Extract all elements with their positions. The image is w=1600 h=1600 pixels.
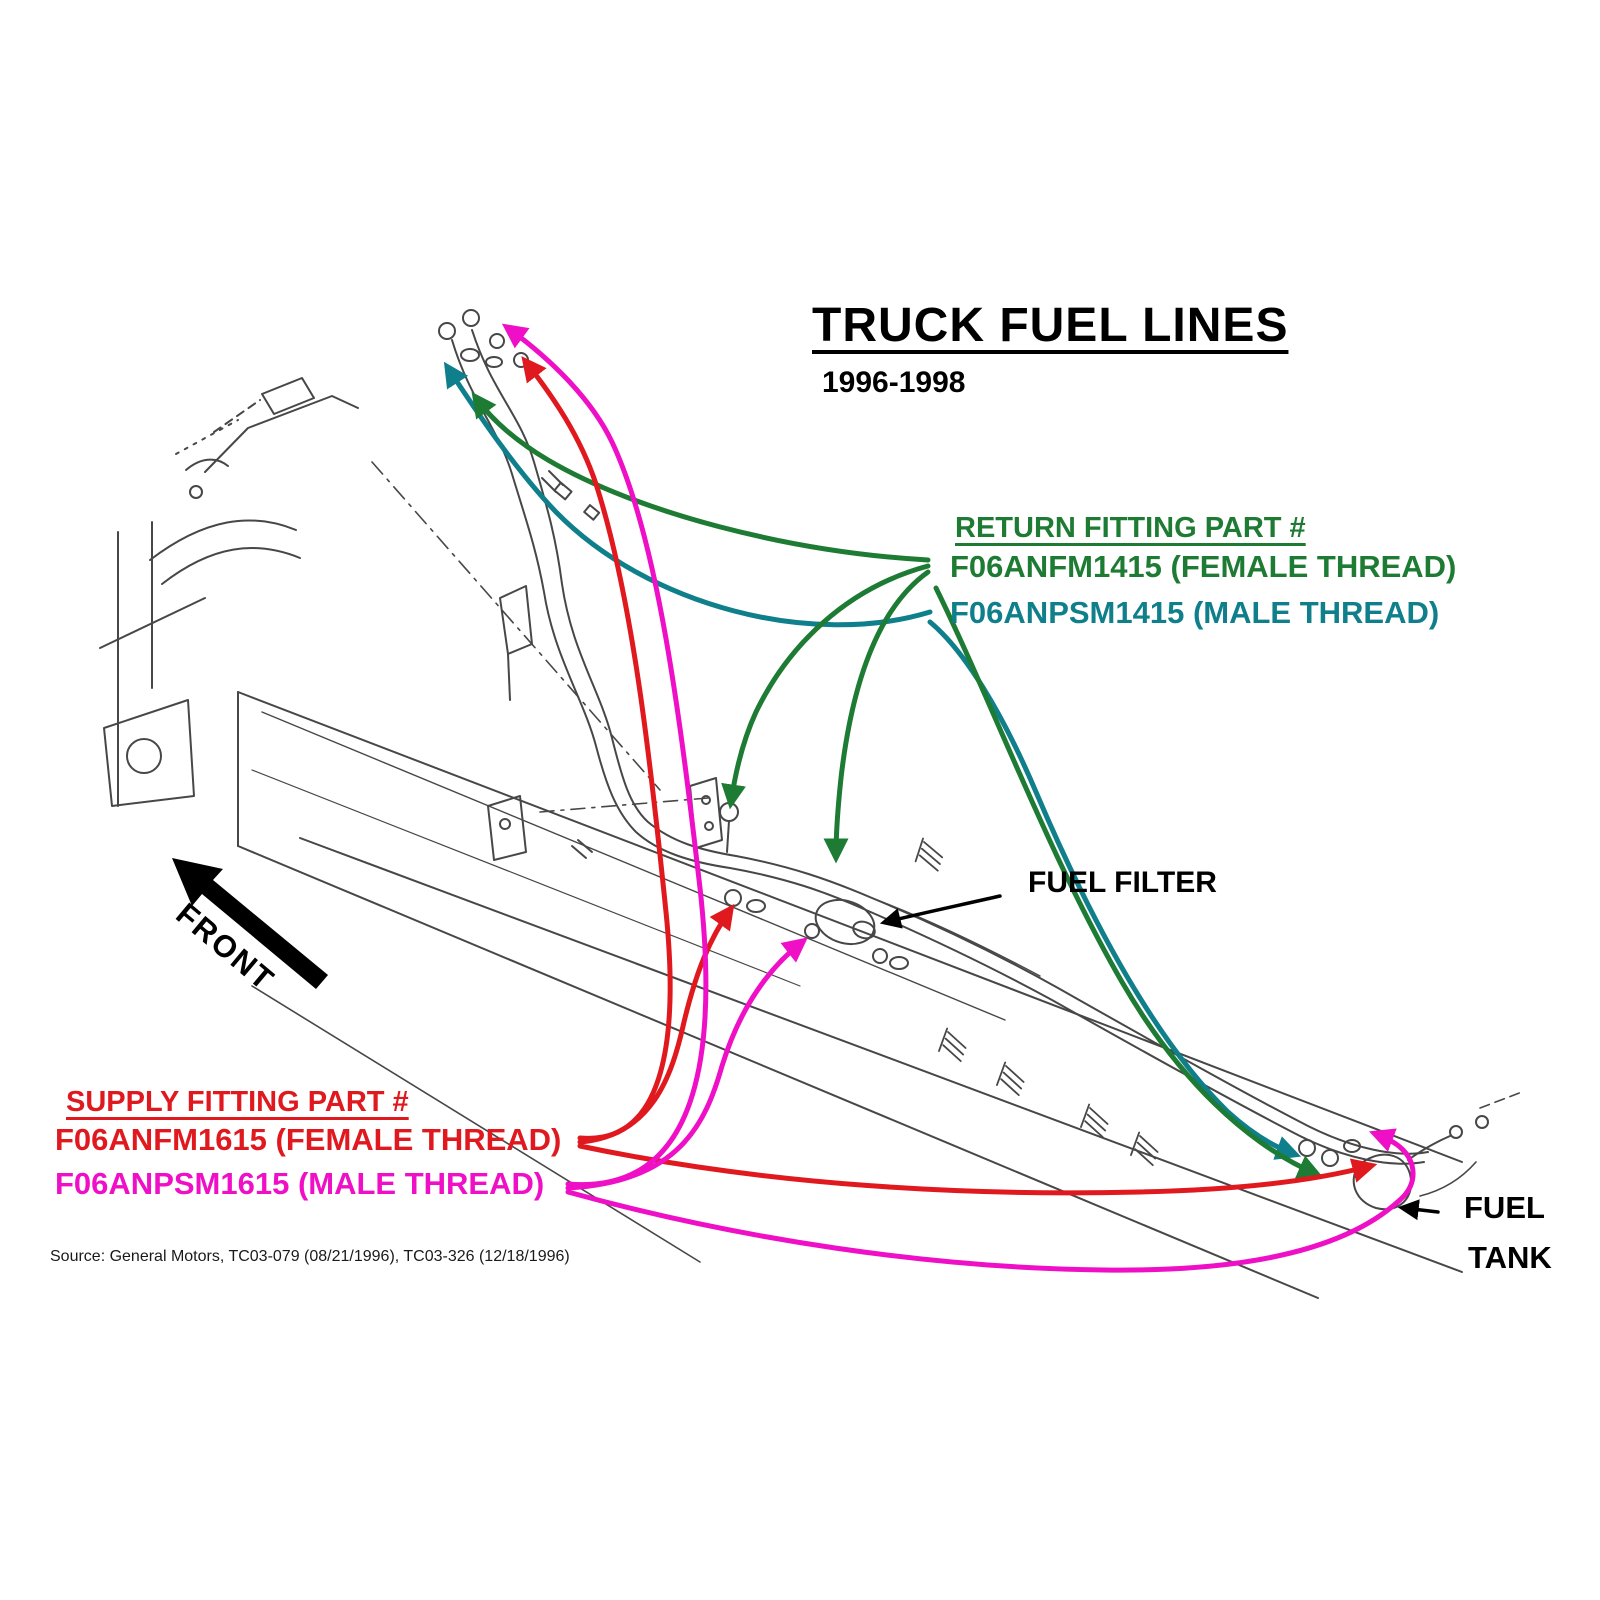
- tow-hook-bracket: [103, 699, 195, 807]
- fuel-filter-shape: [814, 898, 876, 946]
- fuel-filter-leader-arrow: [879, 894, 1002, 929]
- leaf-spring: [149, 519, 297, 561]
- return-mid-fitting: [719, 802, 739, 822]
- bolt: [704, 821, 714, 831]
- hidden-line: [175, 419, 239, 455]
- bolt: [553, 481, 573, 501]
- fuel-line: [729, 867, 1425, 1165]
- green-arrow-to-engine-fitting: [471, 391, 931, 563]
- supply-fitting-heading: SUPPLY FITTING PART #: [66, 1086, 409, 1118]
- magenta-arrow-to-filter-fitting: [565, 937, 808, 1191]
- magenta-arrow-to-engine-fitting: [501, 323, 709, 1188]
- frame-rail-bottom-edge: [237, 845, 1319, 1299]
- filter-inlet-fitting: [804, 923, 820, 939]
- magenta-arrow-to-tank-fitting: [565, 1128, 1416, 1273]
- annotation-arrows: [443, 323, 1440, 1273]
- return-female-part-number: F06ANFM1415 (FEMALE THREAD): [950, 549, 1457, 584]
- fuel-filter-label: FUEL FILTER: [1028, 866, 1217, 899]
- return-female-arrows: [471, 391, 1323, 1179]
- filter-outlet-fitting: [872, 948, 888, 964]
- return-male-arrows: [443, 361, 1302, 1160]
- bolt: [189, 485, 203, 499]
- truck-chassis-line-art: [99, 309, 1523, 1299]
- fuel-line: [735, 855, 1429, 1155]
- frame-horn-edge: [99, 597, 206, 649]
- supply-male-part-number: F06ANPSM1615 (MALE THREAD): [55, 1166, 545, 1201]
- fuel-tank-leader-arrow: [1397, 1199, 1440, 1221]
- radiator-support-line: [204, 395, 359, 473]
- bolt: [583, 504, 601, 521]
- fuel-line: [471, 329, 737, 857]
- supply-female-arrows: [521, 356, 1378, 1196]
- red-arrow-to-mid-fitting: [577, 903, 735, 1145]
- front-direction-arrow: [172, 858, 328, 989]
- source-note: Source: General Motors, TC03-079 (08/21/…: [50, 1248, 570, 1265]
- bolt: [701, 795, 711, 805]
- bolt: [541, 470, 564, 493]
- centerline: [539, 797, 709, 813]
- supply-male-arrows: [501, 323, 1416, 1273]
- green-arrow-to-mid-fitting: [721, 563, 931, 810]
- spring-eye: [185, 458, 229, 471]
- teal-arrow-to-engine-fitting: [443, 361, 933, 628]
- red-arrow-to-engine-fitting: [521, 356, 673, 1141]
- page-title: TRUCK FUEL LINES: [812, 299, 1289, 352]
- supply-female-part-number: F06ANFM1615 (FEMALE THREAD): [55, 1122, 562, 1157]
- line-bracket: [487, 795, 527, 861]
- green-arrow-to-filter-fitting: [823, 569, 931, 864]
- front-bracket: [261, 377, 315, 415]
- return-fitting-heading: RETURN FITTING PART #: [955, 512, 1306, 544]
- supply-mid-fitting: [724, 889, 742, 907]
- frame-rail-flange: [299, 837, 1463, 1273]
- black-leader-arrows: [879, 894, 1440, 1221]
- frame-rail-web-line: [261, 711, 1006, 1021]
- return-male-part-number: F06ANPSM1415 (MALE THREAD): [950, 595, 1440, 630]
- bolt: [571, 839, 593, 859]
- hidden-line: [213, 399, 261, 433]
- fuel-tank-label-line1: FUEL: [1464, 1190, 1545, 1225]
- tow-hook-hole: [126, 738, 162, 774]
- fitting-stem: [726, 820, 730, 853]
- green-arrow-to-tank-fitting: [933, 585, 1323, 1179]
- red-arrow-to-tank-fitting: [577, 1143, 1378, 1196]
- washer: [889, 956, 909, 970]
- frame-horn: [117, 521, 153, 701]
- fuel-tank-label-line2: TANK: [1468, 1240, 1552, 1275]
- leaf-spring: [161, 547, 301, 585]
- line-bracket: [499, 585, 533, 701]
- frame-rail-top-edge: [237, 691, 1463, 1163]
- fuel-line: [871, 897, 1041, 977]
- ground-line: [251, 985, 701, 1263]
- page-subtitle: 1996-1998: [822, 366, 966, 399]
- bolt: [499, 818, 511, 830]
- centerline: [371, 461, 661, 791]
- washer: [746, 899, 766, 913]
